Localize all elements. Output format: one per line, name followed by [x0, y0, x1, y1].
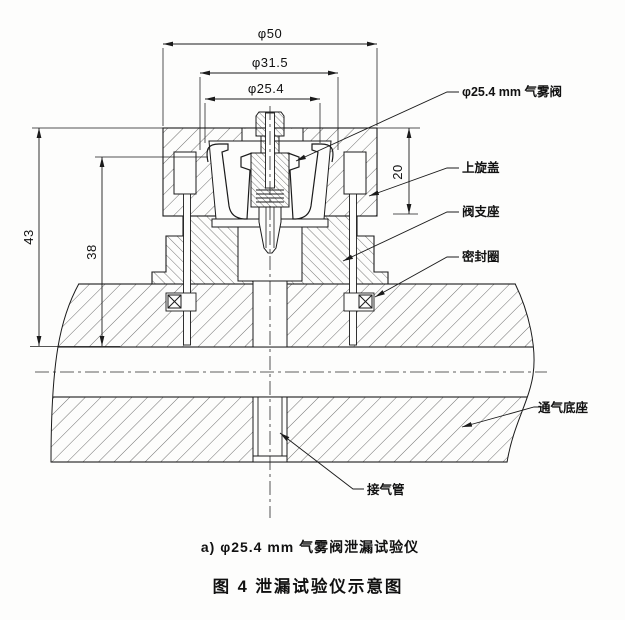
leader-gas-pipe	[279, 432, 364, 490]
label-seal-ring: 密封圈	[461, 249, 500, 264]
break-line-left	[50, 283, 80, 463]
dim-phi50: φ50	[258, 26, 282, 41]
leader-upper-cap	[368, 167, 459, 197]
leader-lines	[279, 91, 544, 490]
clamp-screw-head-right	[343, 151, 367, 195]
vent-base-section	[44, 396, 541, 463]
break-line-right	[506, 283, 535, 463]
leader-seal-ring	[374, 256, 459, 298]
screw-shaft-right	[349, 193, 357, 346]
top-plate-section	[39, 283, 541, 348]
center-lines	[35, 106, 547, 518]
valve-cup-left	[206, 143, 253, 220]
seat-bore	[237, 226, 303, 282]
caption-title: 图 4 泄漏试验仪示意图	[213, 576, 404, 596]
dimension-lines	[36, 41, 412, 346]
captions: a) φ25.4 mm 气雾阀泄漏试验仪 图 4 泄漏试验仪示意图	[201, 539, 419, 596]
extension-lines	[32, 48, 420, 215]
dim-43: 43	[21, 229, 36, 244]
leader-valve-seat	[342, 211, 459, 262]
seal-rings	[167, 294, 373, 309]
leader-vent-base	[461, 406, 544, 428]
dim-20: 20	[390, 164, 405, 179]
dimensions: φ50 φ31.5 φ25.4 43 38 20	[21, 26, 420, 346]
label-vent-base: 通气底座	[538, 400, 589, 415]
dim-phi31-5: φ31.5	[252, 55, 288, 70]
label-upper-cap: 上旋盖	[462, 160, 500, 175]
label-gas-pipe: 接气管	[367, 482, 405, 497]
part-labels: φ25.4 mm 气雾阀 上旋盖 阀支座 密封圈 通气底座 接气管	[279, 84, 589, 497]
screw-shaft-left	[183, 193, 191, 346]
dip-tube-connector	[258, 206, 282, 254]
dim-phi25-4: φ25.4	[248, 81, 284, 96]
leader-valve	[295, 91, 459, 162]
label-valve-seat: 阀支座	[462, 204, 500, 219]
label-aerosol-valve: φ25.4 mm 气雾阀	[462, 84, 562, 99]
valve-cup-right	[287, 143, 334, 220]
caption-sub: a) φ25.4 mm 气雾阀泄漏试验仪	[201, 539, 419, 555]
dim-38: 38	[84, 244, 99, 259]
clamp-screw-head-left	[173, 151, 197, 195]
